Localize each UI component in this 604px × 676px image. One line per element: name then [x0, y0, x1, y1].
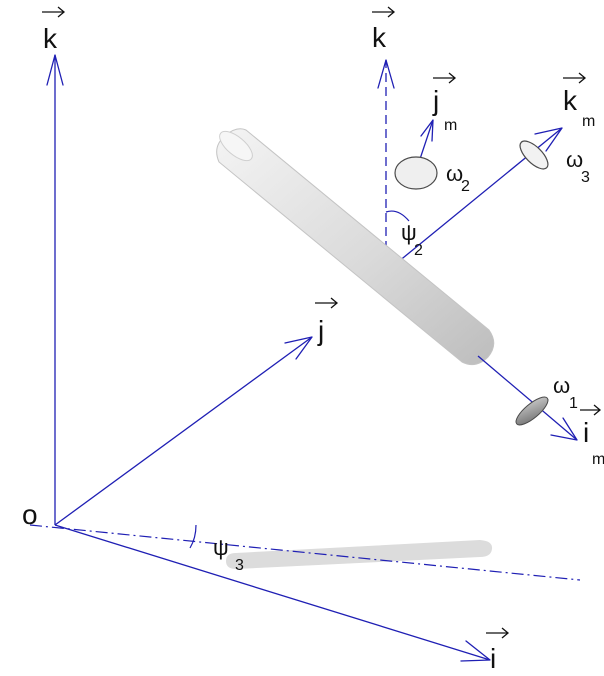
omega3-spin-disk: [519, 140, 549, 170]
k-axis: [46, 54, 64, 525]
svg-text:j: j: [317, 315, 324, 346]
psi2-arc: [385, 210, 410, 222]
label-i-fixed: i: [486, 627, 510, 674]
i-m-axis: [477, 355, 578, 441]
i-axis: [54, 524, 491, 662]
j-axis: [54, 336, 313, 526]
ground-line: [29, 524, 581, 581]
label-psi2: ψ 2: [401, 220, 423, 259]
label-i-m: i m: [580, 404, 604, 468]
label-k-m: k m: [563, 72, 595, 130]
cylinder-body: [216, 128, 495, 366]
svg-text:i: i: [490, 643, 496, 674]
svg-text:ω: ω: [553, 373, 570, 398]
svg-text:m: m: [592, 451, 604, 468]
label-origin: o: [22, 499, 38, 530]
svg-text:k: k: [43, 23, 58, 54]
svg-text:ψ: ψ: [213, 535, 229, 560]
label-omega1: ω 1: [553, 373, 578, 412]
svg-text:ω: ω: [566, 147, 583, 172]
svg-text:3: 3: [235, 557, 244, 574]
label-k-fixed: k: [42, 6, 66, 54]
svg-text:k: k: [372, 22, 387, 53]
omega2-spin-disk: [394, 156, 438, 190]
k-dashed-axis: [377, 59, 395, 250]
svg-text:2: 2: [461, 178, 470, 195]
svg-text:ψ: ψ: [401, 220, 417, 245]
cylinder-shadow: [226, 540, 493, 569]
svg-text:3: 3: [581, 169, 590, 186]
svg-text:ω: ω: [446, 161, 463, 186]
svg-text:1: 1: [569, 395, 578, 412]
label-j-fixed: j: [315, 297, 339, 346]
svg-text:m: m: [444, 117, 457, 134]
svg-text:2: 2: [414, 242, 423, 259]
svg-text:i: i: [583, 417, 589, 448]
svg-text:m: m: [582, 113, 595, 130]
svg-text:j: j: [432, 85, 439, 116]
svg-text:k: k: [563, 85, 578, 116]
label-omega3: ω 3: [566, 147, 590, 186]
omega1-spin-disk: [515, 396, 549, 426]
label-j-m: j m: [432, 72, 457, 134]
label-k-dashed: k: [372, 6, 396, 53]
label-psi3: ψ 3: [189, 524, 244, 574]
label-omega2: ω 2: [446, 161, 470, 195]
